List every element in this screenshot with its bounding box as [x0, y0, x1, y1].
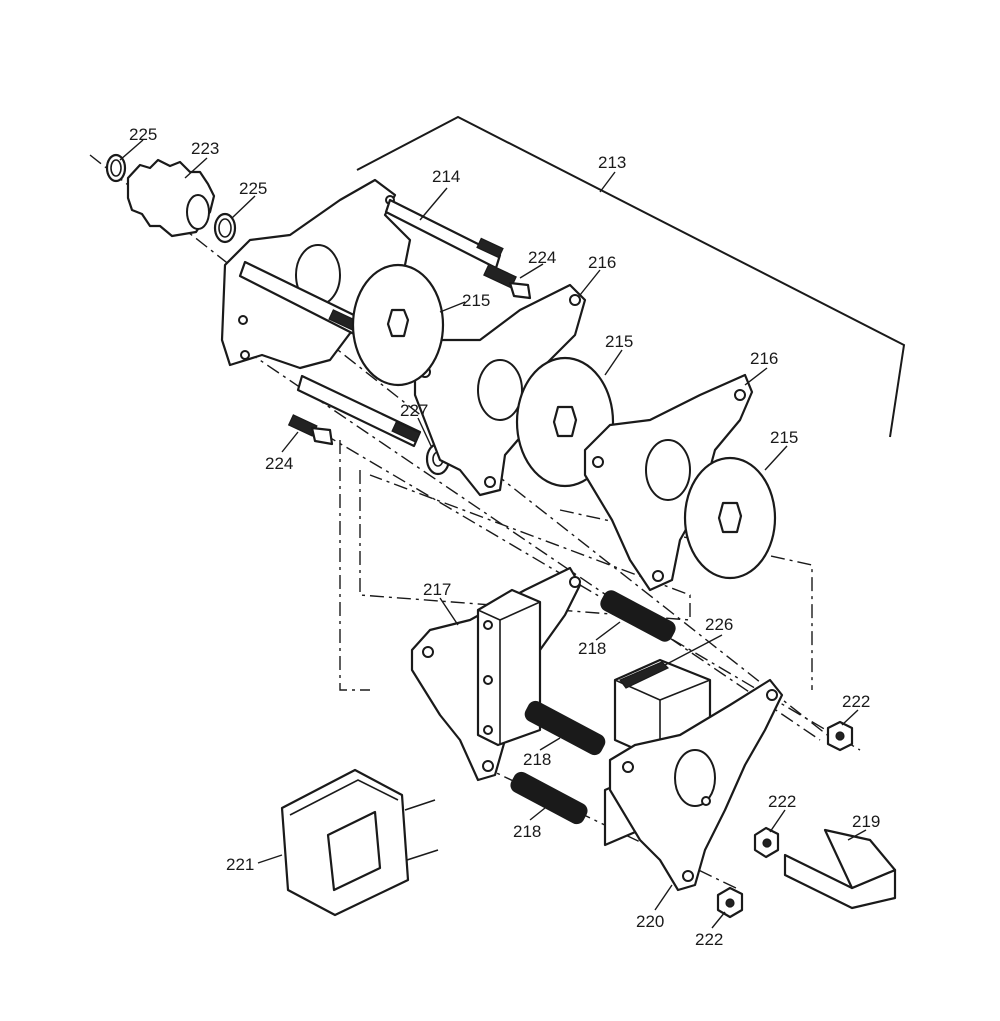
- plate-216-lower: [583, 373, 754, 592]
- label-224-1: 224: [528, 248, 556, 267]
- nut-222-middle: [753, 826, 780, 859]
- drive-gear-223: [126, 158, 216, 238]
- rotor-disc-215-3: [683, 456, 777, 580]
- bolt-224-lower: [287, 414, 334, 446]
- label-222-2: 222: [768, 792, 796, 811]
- plate-217: [410, 566, 582, 782]
- retaining-ring-225-left: [105, 153, 127, 183]
- label-223: 223: [191, 139, 219, 158]
- label-213: 213: [598, 153, 626, 172]
- assembly-bracket-213: [356, 115, 906, 438]
- spring-218-lower: [510, 771, 588, 825]
- label-215-2: 215: [605, 332, 633, 351]
- bolt-224-upper: [483, 263, 532, 300]
- label-218-1: 218: [578, 639, 606, 658]
- label-215-1: 215: [462, 291, 490, 310]
- label-218-3: 218: [513, 822, 541, 841]
- callout-labels: 213 214 215 215 215 216 216 217 218 218 …: [129, 125, 880, 949]
- rotor-disc-215-1: [351, 263, 445, 387]
- housing-plate: [220, 178, 412, 370]
- coil-221: [280, 768, 439, 917]
- spring-218-middle: [524, 700, 606, 756]
- retaining-ring-225-right: [213, 212, 237, 244]
- label-225-2: 225: [239, 179, 267, 198]
- label-222-3: 222: [695, 930, 723, 949]
- label-217: 217: [423, 580, 451, 599]
- spring-218-upper: [600, 590, 676, 642]
- tie-rods: [238, 198, 504, 448]
- label-226: 226: [705, 615, 733, 634]
- label-222-1: 222: [842, 692, 870, 711]
- label-214: 214: [432, 167, 460, 186]
- leader-lines: [119, 139, 867, 929]
- label-227: 227: [400, 401, 428, 420]
- label-221: 221: [226, 855, 254, 874]
- label-218-2: 218: [523, 750, 551, 769]
- label-225-1: 225: [129, 125, 157, 144]
- label-215-3: 215: [770, 428, 798, 447]
- label-216-2: 216: [750, 349, 778, 368]
- label-220: 220: [636, 912, 664, 931]
- nut-222-lower: [716, 886, 744, 919]
- plate-220: [608, 678, 784, 892]
- label-216-1: 216: [588, 253, 616, 272]
- label-219: 219: [852, 812, 880, 831]
- clip-219: [783, 828, 897, 910]
- nut-222-upper: [826, 720, 854, 752]
- label-224-2: 224: [265, 454, 293, 473]
